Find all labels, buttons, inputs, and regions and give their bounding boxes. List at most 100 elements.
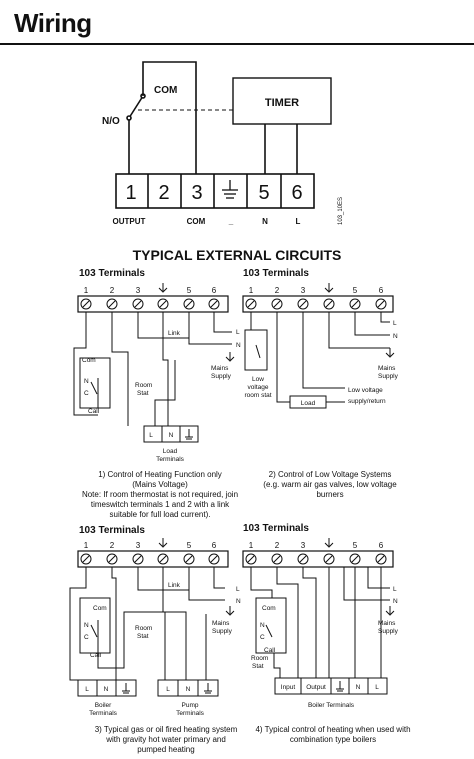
circuit-3: 103 Terminals 1 2 3 5 6 (69, 525, 241, 717)
num-3: 3 (301, 541, 306, 550)
earth-arrow-icon (324, 283, 334, 293)
pump-n: N (186, 686, 191, 693)
circuit-4-numbers: 1 2 3 5 6 (249, 541, 384, 550)
boiler-terminals-box (77, 679, 137, 697)
n-text: N (84, 622, 89, 629)
pump-l: L (166, 686, 170, 693)
terminal-2: 2 (158, 182, 169, 204)
label-l: L (296, 217, 301, 226)
caption-line: (Mains Voltage) (132, 480, 188, 489)
earth-arrow-icon (158, 538, 168, 548)
num-6: 6 (212, 286, 217, 295)
terminal-block (77, 550, 229, 568)
c-text: C (84, 390, 89, 397)
call-text: Call (90, 652, 102, 659)
terminal-1: 1 (125, 182, 136, 204)
num-6: 6 (212, 541, 217, 550)
num-1: 1 (84, 286, 89, 295)
stat-text: Stat (137, 390, 149, 397)
circuit-4-heading: 103 Terminals (243, 523, 309, 534)
room-text: Room (135, 382, 152, 389)
room-text: Room (135, 625, 152, 632)
call-text: Call (88, 408, 100, 415)
lv-supply-text: Low voltage (348, 387, 383, 394)
circuit-3-numbers: 1 2 3 5 6 (84, 541, 217, 550)
caption-line: combination type boilers (289, 735, 377, 744)
drawing-code: 103_10ES (338, 197, 344, 225)
mains-text: Mains (212, 620, 230, 627)
external-circuits-title: TYPICAL EXTERNAL CIRCUITS (132, 247, 342, 263)
terminal-bottom-labels: OUTPUT COM _ N L (113, 217, 301, 226)
n-text: N (393, 333, 398, 340)
earth-arrow-icon (158, 283, 168, 293)
num-2: 2 (110, 286, 115, 295)
header-rule (0, 43, 474, 45)
earth-arrow-icon (324, 538, 334, 548)
circuit-3-heading: 103 Terminals (79, 525, 145, 536)
l-text: L (393, 320, 397, 327)
num-2: 2 (275, 286, 280, 295)
circuit-1-heading: 103 Terminals (79, 268, 145, 279)
com-text: Com (93, 605, 107, 612)
timer-box (232, 77, 332, 125)
mains-text: Mains (211, 365, 229, 372)
earth-icon (222, 180, 238, 199)
supply-text: Supply (212, 628, 233, 635)
pump-terminals-label: Terminals (176, 710, 205, 717)
com-text: Com (82, 357, 96, 364)
label-earth: _ (228, 217, 234, 226)
caption-line: Note: If room thermostat is not required… (81, 490, 239, 499)
stat-text: Stat (137, 633, 149, 640)
circuit-3-caption: 3) Typical gas or oil fired heating syst… (66, 725, 266, 755)
terminals-label: Terminals (156, 456, 185, 463)
caption-line: pumped heating (137, 745, 195, 754)
link-text: Link (168, 582, 181, 589)
num-2: 2 (110, 541, 115, 550)
terminal-block (242, 550, 394, 568)
page-header: Wiring (0, 0, 474, 46)
caption-line: burners (316, 490, 344, 499)
box-l: L (149, 432, 153, 439)
load-label: Load (163, 448, 178, 455)
caption-line: 3) Typical gas or oil fired heating syst… (94, 725, 238, 734)
room-text: Room (251, 655, 268, 662)
page-title: Wiring (14, 8, 92, 38)
terminal-strip (115, 173, 315, 209)
n-text: N (260, 622, 265, 629)
terminal-numbers: 1 2 3 5 6 (125, 182, 302, 204)
terminal-6: 6 (291, 182, 302, 204)
num-1: 1 (249, 541, 254, 550)
output-label: Output (306, 684, 326, 691)
caption-line: 2) Control of Low Voltage Systems (268, 470, 392, 479)
call-text: Call (264, 647, 276, 654)
n2-text: N (393, 598, 398, 605)
circuit-2-numbers: 1 2 3 5 6 (249, 286, 384, 295)
num-3: 3 (136, 286, 141, 295)
num-5: 5 (187, 541, 192, 550)
num-2: 2 (275, 541, 280, 550)
terminal-block (77, 295, 229, 313)
c-text: C (84, 634, 89, 641)
room-stat-box (255, 597, 287, 654)
boiler-l: L (375, 684, 379, 691)
no-label: N/O (102, 116, 120, 127)
num-5: 5 (353, 541, 358, 550)
main-wiring-diagram (115, 61, 332, 209)
low-voltage-stat-box (244, 329, 268, 371)
load-text: Load (301, 400, 316, 407)
circuit-1-numbers: 1 2 3 5 6 (84, 286, 217, 295)
voltage-text: voltage (248, 384, 269, 391)
num-6: 6 (379, 286, 384, 295)
relay-no-contact (126, 115, 132, 121)
label-output: OUTPUT (113, 217, 146, 226)
low-text: Low (252, 376, 264, 383)
l-text: L (236, 329, 240, 336)
supply-return-text: supply/return (348, 398, 386, 405)
supply-text: Supply (378, 373, 399, 380)
stat-text: Stat (252, 663, 264, 670)
wire-com (142, 61, 197, 174)
num-6: 6 (379, 541, 384, 550)
circuit-1: 103 Terminals 1 2 3 5 6 (73, 268, 241, 463)
relay-switch-blade (128, 95, 144, 119)
boiler-n: N (104, 686, 109, 693)
